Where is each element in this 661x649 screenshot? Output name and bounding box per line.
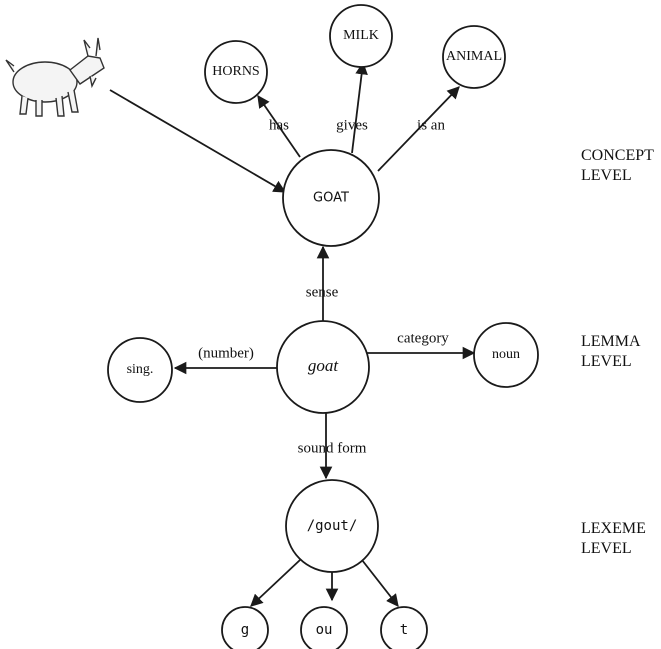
node-goat-lemma: goat xyxy=(276,320,370,414)
lexeme-level-label-line2: LEVEL xyxy=(581,540,632,557)
node-ou: ou xyxy=(300,606,348,649)
node-goat-lemma-label: goat xyxy=(308,356,340,375)
edge-to-g xyxy=(250,559,301,607)
node-horns: HORNS xyxy=(204,40,268,104)
goat-illustration-icon xyxy=(5,37,105,117)
edge-label-sense: sense xyxy=(306,284,339,300)
edge-label-sound-form: sound form xyxy=(298,440,367,456)
edge-has xyxy=(257,94,301,158)
node-milk: MILK xyxy=(329,4,393,68)
concept-level-label-line1: CONCEPT xyxy=(581,147,654,164)
node-noun-label: noun xyxy=(492,347,520,362)
edge-label-category: category xyxy=(397,330,449,346)
edge-label-gives: gives xyxy=(336,117,368,133)
edge-label-has: has xyxy=(269,117,289,133)
node-goat-concept: GOAT xyxy=(282,149,380,247)
node-g-label: g xyxy=(241,622,249,638)
lemma-level-label-line2: LEVEL xyxy=(581,353,632,370)
edge-picture-to-goat xyxy=(109,89,287,193)
edge-label-number: (number) xyxy=(198,345,254,361)
node-gout-label: /gout/ xyxy=(307,518,358,534)
node-goat-concept-label: GOAT xyxy=(313,191,349,206)
lexeme-level-label-line1: LEXEME xyxy=(581,520,646,537)
lemma-level-label-line1: LEMMA xyxy=(581,333,641,350)
node-t: t xyxy=(380,606,428,649)
node-g: g xyxy=(221,606,269,649)
edges xyxy=(109,61,476,607)
node-t-label: t xyxy=(400,622,408,638)
concept-level-label-line2: LEVEL xyxy=(581,167,632,184)
edge-gives xyxy=(351,61,368,154)
edge-to-t xyxy=(361,559,399,607)
node-sing-label: sing. xyxy=(127,362,154,377)
node-ou-label: ou xyxy=(316,622,333,638)
node-sing: sing. xyxy=(107,337,173,403)
node-milk-label: MILK xyxy=(343,28,379,43)
node-animal-label: ANIMAL xyxy=(446,49,502,64)
node-animal: ANIMAL xyxy=(442,25,506,89)
edge-is-an xyxy=(377,86,460,172)
node-gout: /gout/ xyxy=(285,479,379,573)
edge-labels: has gives is an sense (number) category … xyxy=(198,117,449,456)
level-labels: CONCEPT LEVEL LEMMA LEVEL LEXEME LEVEL xyxy=(581,147,654,557)
edge-label-is-an: is an xyxy=(417,117,445,133)
node-noun: noun xyxy=(473,322,539,388)
node-horns-label: HORNS xyxy=(212,64,259,79)
